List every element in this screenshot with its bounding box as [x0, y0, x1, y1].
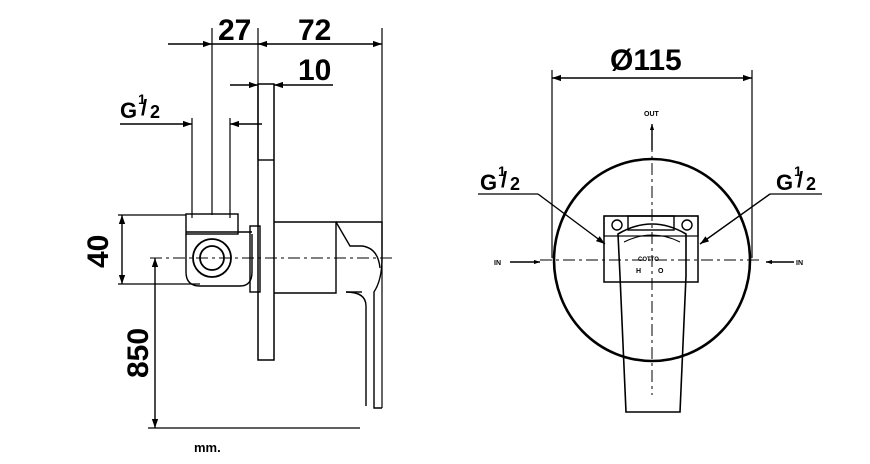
- out-label: OUT: [644, 111, 660, 118]
- thread-label-front-right: G 1 / 2: [776, 163, 816, 195]
- svg-text:1: 1: [498, 163, 506, 179]
- valve-body: [185, 234, 253, 287]
- dim-27-label: 27: [218, 14, 251, 47]
- lever-handle: [617, 223, 687, 413]
- dim-10-label: 10: [298, 54, 331, 87]
- mount-hole-right: [681, 219, 693, 231]
- in-label-right: IN: [796, 260, 803, 267]
- svg-text:/: /: [141, 95, 147, 120]
- svg-text:1: 1: [794, 163, 802, 179]
- dim-40-label: 40: [82, 235, 115, 268]
- handle-hot-mark: H: [636, 268, 641, 275]
- front-view: [478, 70, 822, 413]
- svg-text:G: G: [120, 98, 137, 123]
- svg-text:G: G: [776, 170, 793, 195]
- in-label-left: IN: [494, 260, 501, 267]
- thread-leader-left: [537, 193, 606, 245]
- diameter-label: Ø115: [610, 44, 682, 77]
- valve-inlet-block: [185, 213, 239, 235]
- handle-brand-mark: COTTO: [638, 257, 659, 263]
- wall-plate: [257, 83, 275, 361]
- svg-text:G: G: [480, 170, 497, 195]
- side-view: [118, 28, 395, 429]
- thread-leader-right: [699, 193, 771, 245]
- mount-hole-left: [611, 219, 623, 231]
- handle-cold-mark: O: [658, 268, 664, 275]
- thread-label-side: G 1 / 2: [120, 91, 160, 123]
- thread-label-front-left: G 1 / 2: [480, 163, 520, 195]
- svg-text:2: 2: [510, 174, 520, 194]
- dim-72-label: 72: [298, 14, 331, 47]
- svg-text:/: /: [797, 167, 803, 192]
- unit-label: mm.: [194, 440, 221, 455]
- svg-text:2: 2: [150, 102, 160, 122]
- dim-850-label: 850: [122, 328, 155, 378]
- svg-text:2: 2: [806, 174, 816, 194]
- svg-text:1: 1: [138, 91, 146, 107]
- lever-side: [336, 221, 383, 409]
- svg-text:/: /: [501, 167, 507, 192]
